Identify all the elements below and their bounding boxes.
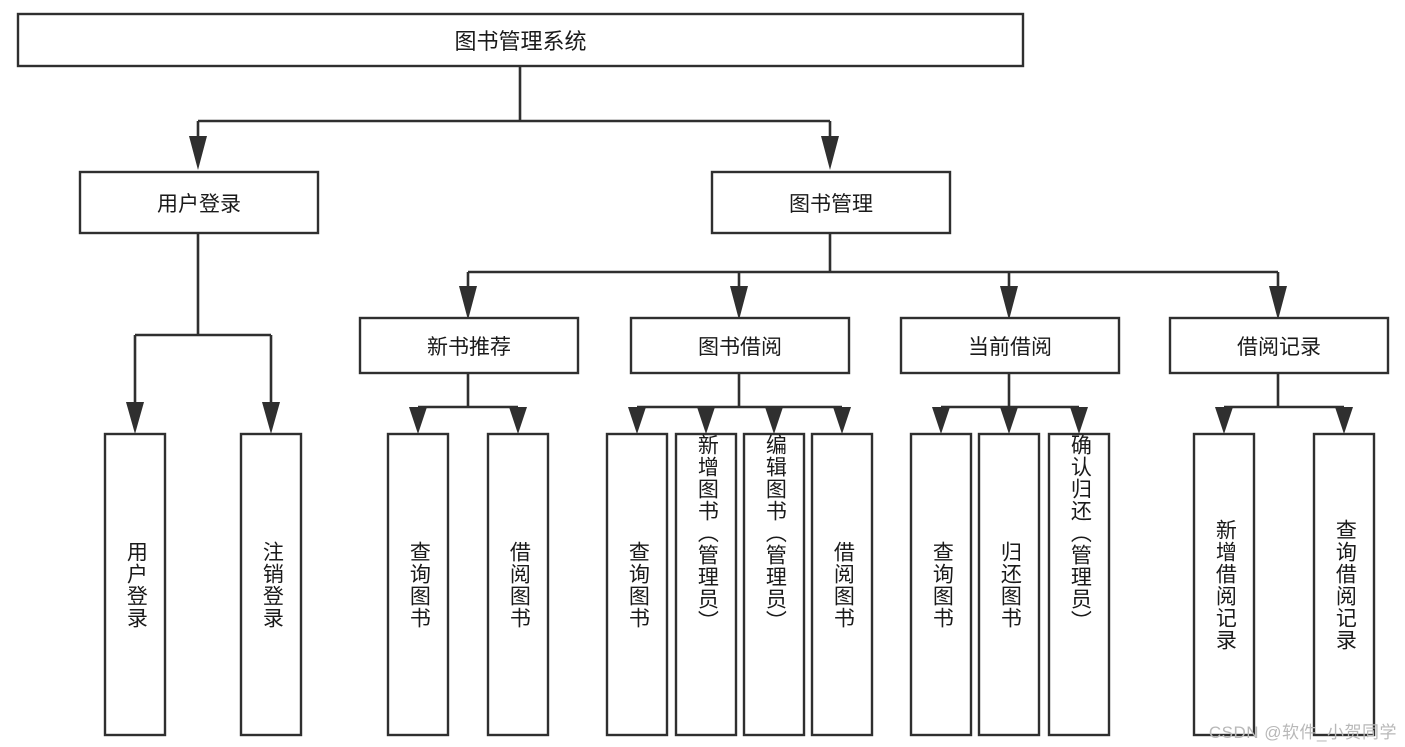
node-box-leaf-logout[interactable] (239, 432, 303, 737)
arrow-head-bookborrow-leaf-3 (765, 407, 783, 434)
arrow-head-new-book (459, 286, 477, 320)
node-box-book-borrow[interactable] (629, 316, 851, 375)
arrow-head-newbook-leaf-2 (509, 407, 527, 434)
node-box-leaf-bookborrow-borrow[interactable] (810, 432, 874, 737)
node-box-leaf-newbook-query[interactable] (386, 432, 450, 737)
arrow-head-leaf-user-login (126, 402, 144, 434)
arrow-head-leaf-logout (262, 402, 280, 434)
arrow-head-bookborrow-leaf-1 (628, 407, 646, 434)
node-box-leaf-borrowrecord-query[interactable] (1312, 432, 1376, 737)
node-box-borrow-record[interactable] (1168, 316, 1390, 375)
node-box-leaf-bookborrow-query[interactable] (605, 432, 669, 737)
arrow-head-current-borrow (1000, 286, 1018, 320)
arrow-head-currentborrow-leaf-1 (932, 407, 950, 434)
arrow-head-book-borrow (730, 286, 748, 320)
node-box-current-borrow[interactable] (899, 316, 1121, 375)
node-box-root[interactable] (16, 12, 1025, 68)
arrow-head-book-manage (821, 136, 839, 170)
node-box-new-book-recommend[interactable] (358, 316, 580, 375)
node-box-leaf-bookborrow-edit[interactable] (742, 432, 806, 737)
node-box-leaf-currentborrow-confirm[interactable] (1047, 432, 1111, 737)
node-box-book-manage[interactable] (710, 170, 952, 235)
node-box-leaf-currentborrow-query[interactable] (909, 432, 973, 737)
node-box-leaf-bookborrow-add[interactable] (674, 432, 738, 737)
node-box-leaf-currentborrow-return[interactable] (977, 432, 1041, 737)
arrow-head-bookborrow-leaf-2 (697, 407, 715, 434)
node-box-leaf-borrowrecord-add[interactable] (1192, 432, 1256, 737)
arrow-head-borrow-record (1269, 286, 1287, 320)
node-box-user-login[interactable] (78, 170, 320, 235)
arrow-head-bookborrow-leaf-4 (833, 407, 851, 434)
node-box-leaf-user-login[interactable] (103, 432, 167, 737)
arrow-head-borrowrecord-leaf-1 (1215, 407, 1233, 434)
arrow-head-currentborrow-leaf-2 (1000, 407, 1018, 434)
arrow-head-borrowrecord-leaf-2 (1335, 407, 1353, 434)
arrow-head-user-login (189, 136, 207, 170)
node-box-leaf-newbook-borrow[interactable] (486, 432, 550, 737)
arrow-head-currentborrow-leaf-3 (1070, 407, 1088, 434)
arrow-head-newbook-leaf-1 (409, 407, 427, 434)
